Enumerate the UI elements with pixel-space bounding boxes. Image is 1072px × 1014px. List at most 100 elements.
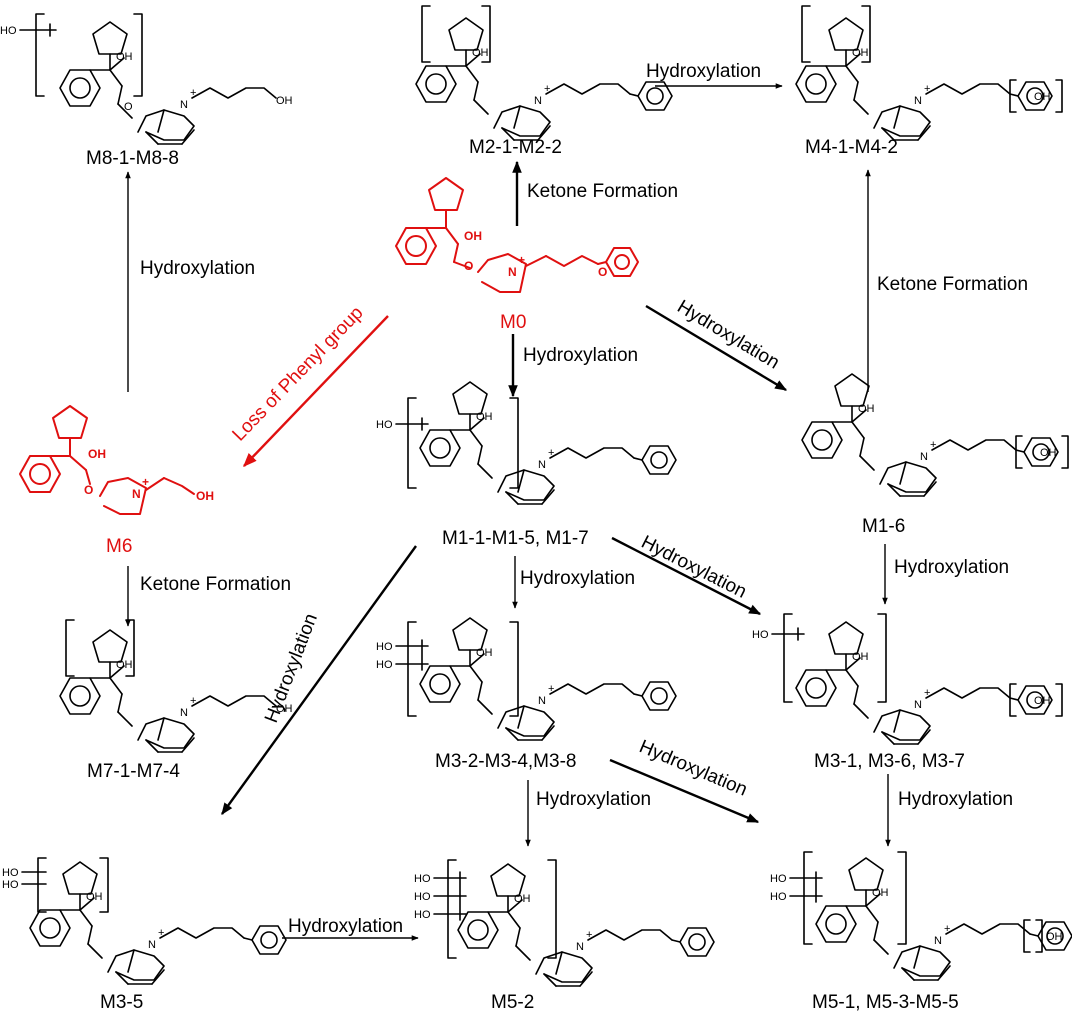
atom-oh: OH [872, 887, 889, 899]
atom-ho: HO [752, 629, 769, 641]
label-ketone-formation: Ketone Formation [877, 274, 1028, 295]
atom-oh: OH [858, 403, 875, 415]
atom-plus: + [586, 929, 592, 941]
atom-ho: HO [414, 891, 431, 903]
atom-n: N [148, 939, 156, 951]
atom-oh: OH [276, 703, 293, 715]
compound-label-m3-2: M3-2-M3-4,M3-8 [435, 751, 576, 772]
compound-label-m3-5: M3-5 [100, 992, 143, 1013]
atom-plus: + [190, 695, 196, 707]
arrow-m0-to-m1-6 [645, 304, 788, 392]
atom-plus: + [142, 475, 149, 489]
atom-ho: HO [414, 909, 431, 921]
atom-plus: + [924, 687, 930, 699]
arrow-m0-to-m6 [243, 315, 389, 468]
atom-plus: + [190, 87, 196, 99]
label-ketone-formation: Ketone Formation [140, 574, 291, 595]
label-hydroxylation: Hydroxylation [140, 258, 255, 279]
label-hydroxylation: Hydroxylation [898, 789, 1013, 810]
atom-n: N [508, 265, 517, 279]
compound-label-m4: M4-1-M4-2 [805, 137, 898, 158]
atom-oh: OH [116, 659, 133, 671]
atom-plus: + [518, 253, 525, 267]
atom-ho: HO [376, 419, 393, 431]
atom-oh: OH [1034, 91, 1051, 103]
label-hydroxylation: Hydroxylation [673, 296, 782, 373]
atom-plus: + [158, 927, 164, 939]
atom-n: N [180, 707, 188, 719]
atom-plus: + [930, 439, 936, 451]
arrow-m1-1-to-m3-1 [611, 536, 762, 616]
atom-n: N [920, 451, 928, 463]
label-hydroxylation: Hydroxylation [894, 557, 1009, 578]
label-hydroxylation: Hydroxylation [523, 345, 638, 366]
atom-oh: OH [472, 47, 489, 59]
atom-n: N [534, 95, 542, 107]
structure-m3-2: OH N + HO HO [376, 617, 677, 741]
atom-plus: + [544, 83, 550, 95]
atom-oh: OH [88, 447, 106, 461]
label-hydroxylation: Hydroxylation [288, 916, 403, 937]
arrow-m1-1-to-m3-5 [221, 545, 417, 815]
label-hydroxylation: Hydroxylation [636, 736, 750, 800]
structure-m8: OH OH N + O HO [0, 13, 293, 145]
atom-ho: HO [2, 867, 19, 879]
atom-ho: HO [770, 891, 787, 903]
compound-label-m1-1: M1-1-M1-5, M1-7 [442, 528, 589, 549]
label-hydroxylation: Hydroxylation [520, 568, 635, 589]
compound-label-m3-1: M3-1, M3-6, M3-7 [814, 751, 965, 772]
compound-label-m5-1: M5-1, M5-3-M5-5 [812, 992, 959, 1013]
atom-oh: OH [1034, 695, 1051, 707]
compound-label-m7: M7-1-M7-4 [87, 761, 180, 782]
atom-oh: OH [514, 893, 531, 905]
atom-o: O [84, 483, 93, 497]
structure-m3-1: OH N + OH HO [752, 613, 1063, 745]
atom-oh: OH [276, 95, 293, 107]
atom-ho: HO [414, 873, 431, 885]
atom-n: N [538, 695, 546, 707]
structure-m6: OH O N + OH [19, 405, 214, 515]
atom-ho: HO [376, 659, 393, 671]
atom-n: N [538, 459, 546, 471]
compound-label-m5-2: M5-2 [491, 992, 534, 1013]
atom-plus: + [924, 83, 930, 95]
atom-oh: OH [476, 411, 493, 423]
label-hydroxylation: Hydroxylation [638, 532, 750, 603]
atom-o: O [464, 259, 473, 273]
structure-m3-5: OH N + HO HO [2, 857, 287, 985]
compound-label-m1-6: M1-6 [862, 516, 905, 537]
structure-m1-6: OH N + OH [801, 373, 1069, 497]
label-loss-of-phenyl-group: Loss of Phenyl group [228, 302, 367, 445]
atom-ho: HO [0, 25, 17, 37]
label-hydroxylation: Hydroxylation [536, 789, 651, 810]
atom-ho: HO [770, 873, 787, 885]
atom-n: N [576, 941, 584, 953]
structure-m1-1: OH N + HO [376, 381, 677, 505]
atom-oh: OH [464, 229, 482, 243]
structure-m5-2: OH N + HO HO HO [414, 859, 715, 987]
atom-n: N [914, 95, 922, 107]
structure-m2: OH N + [415, 5, 673, 141]
arrow-m3-2-to-m5-1 [609, 758, 760, 824]
atom-oh: OH [1040, 447, 1057, 459]
atom-o: O [598, 265, 607, 279]
atom-oh: OH [196, 489, 214, 503]
atom-oh: OH [476, 647, 493, 659]
atom-plus: + [944, 923, 950, 935]
structure-m7: OH N + OH [59, 619, 293, 753]
structure-m0: OH O N + O [395, 177, 639, 293]
compound-label-m8: M8-1-M8-8 [86, 148, 179, 169]
label-ketone-formation: Ketone Formation [527, 181, 678, 202]
atom-oh: OH [852, 47, 869, 59]
structure-m4: OH N + OH [795, 5, 1063, 141]
atom-oh: OH [1046, 931, 1063, 943]
atom-n: N [132, 487, 141, 501]
atom-o: O [124, 101, 133, 113]
atom-oh: OH [86, 891, 103, 903]
atom-ho: HO [376, 641, 393, 653]
compound-label-m2: M2-1-M2-2 [469, 137, 562, 158]
atom-plus: + [548, 683, 554, 695]
compound-label-m6: M6 [106, 536, 132, 557]
atom-n: N [180, 99, 188, 111]
